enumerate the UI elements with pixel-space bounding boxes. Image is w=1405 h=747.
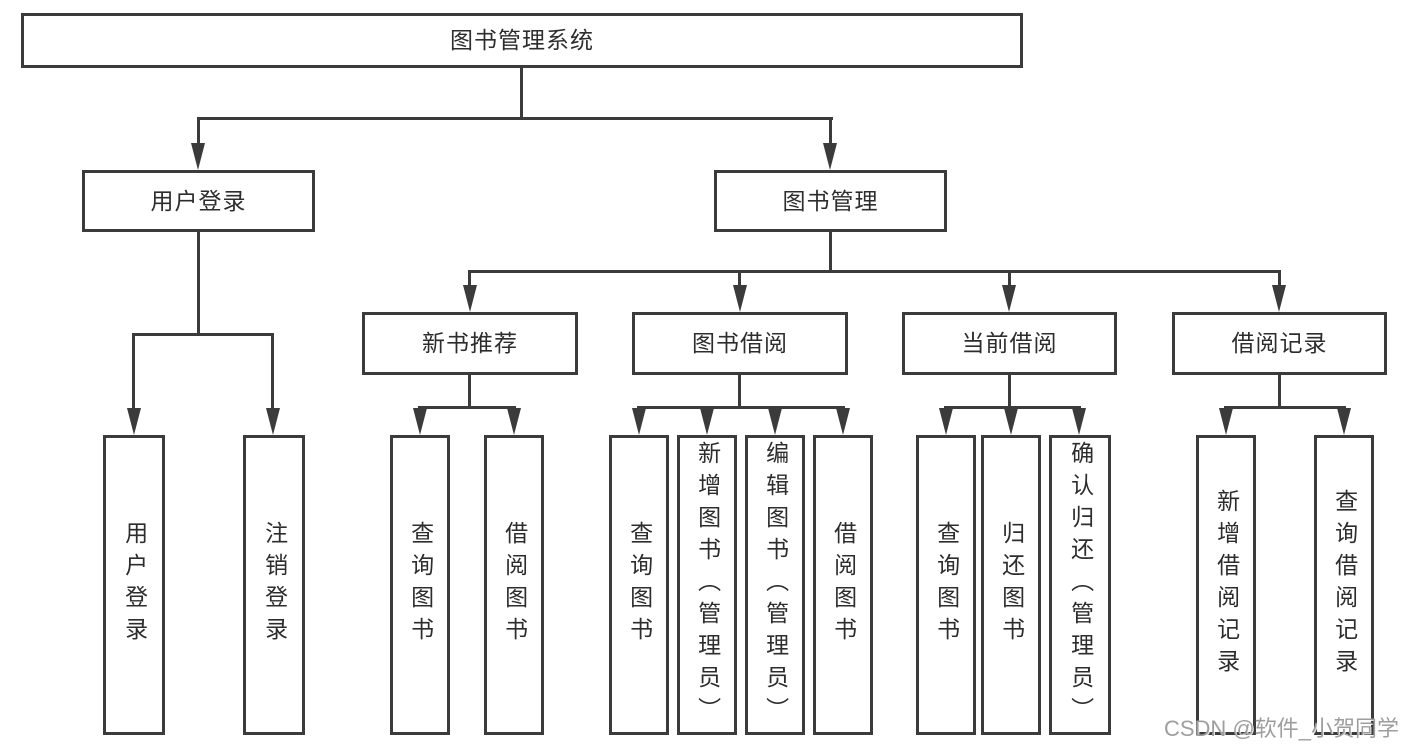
arrow-down-icon [1072, 408, 1086, 435]
node-label: 图书管理系统 [450, 27, 594, 53]
leaf-br-add-record: 新增借阅记录 [1196, 435, 1256, 735]
node-label: 确认归还（管理员） [1067, 441, 1094, 729]
arrow-down-icon [1004, 408, 1018, 435]
node-label: 借阅图书 [501, 521, 528, 649]
leaf-rec-query-books: 查询图书 [390, 435, 450, 735]
arrow-down-icon [127, 408, 141, 435]
leaf-user-login: 用户登录 [103, 435, 165, 735]
leaf-bb-query-books: 查询图书 [609, 435, 669, 735]
node-user-login: 用户登录 [82, 170, 315, 232]
leaf-bb-borrow-books: 借阅图书 [813, 435, 873, 735]
node-current-borrow: 当前借阅 [902, 312, 1117, 375]
leaf-cb-confirm-return: 确认归还（管理员） [1049, 435, 1111, 735]
leaf-logout: 注销登录 [243, 435, 305, 735]
leaf-cb-query-books: 查询图书 [916, 435, 976, 735]
edge-line [520, 68, 523, 118]
node-borrow-records: 借阅记录 [1172, 312, 1387, 375]
leaf-cb-return-books: 归还图书 [981, 435, 1041, 735]
node-label: 查询借阅记录 [1331, 489, 1358, 681]
edge-line [1224, 406, 1346, 409]
edge-line [1278, 270, 1281, 288]
arrow-down-icon [413, 408, 427, 435]
leaf-br-query-record: 查询借阅记录 [1314, 435, 1374, 735]
edge-line [132, 333, 274, 336]
edge-line [738, 375, 741, 409]
edge-line [132, 333, 135, 411]
node-label: 图书管理 [782, 187, 879, 214]
leaf-bb-add-books: 新增图书（管理员） [677, 435, 737, 735]
node-book-mgmt: 图书管理 [714, 170, 947, 232]
arrow-down-icon [1219, 408, 1233, 435]
leaf-rec-borrow-books: 借阅图书 [484, 435, 544, 735]
edge-line [637, 406, 845, 409]
edge-line [944, 406, 1081, 409]
node-label: 查询图书 [407, 521, 434, 649]
arrow-down-icon [191, 143, 205, 170]
arrow-down-icon [768, 408, 782, 435]
node-label: 当前借阅 [961, 330, 1058, 356]
arrow-down-icon [1002, 285, 1016, 312]
edge-line [197, 232, 200, 336]
arrow-down-icon [700, 408, 714, 435]
node-label: 图书借阅 [692, 330, 788, 356]
node-book-borrow: 图书借阅 [632, 312, 848, 375]
node-label: 新书推荐 [422, 330, 518, 356]
edge-line [468, 270, 1281, 273]
node-label: 借阅记录 [1231, 330, 1328, 356]
node-label: 新增借阅记录 [1213, 489, 1240, 681]
arrow-down-icon [1272, 285, 1286, 312]
node-label: 查询图书 [626, 521, 653, 649]
node-label: 用户登录 [121, 521, 148, 649]
arrow-down-icon [1337, 408, 1351, 435]
arrow-down-icon [266, 408, 280, 435]
edge-line [468, 375, 471, 409]
watermark: CSDN @软件_小贺同学 [1163, 716, 1399, 741]
arrow-down-icon [823, 143, 837, 170]
edge-line [1278, 375, 1281, 409]
arrow-down-icon [507, 408, 521, 435]
edge-line [271, 333, 274, 411]
edge-line [468, 270, 471, 288]
edge-line [418, 406, 516, 409]
edge-line [829, 117, 832, 147]
node-new-book-rec: 新书推荐 [362, 312, 578, 375]
node-label: 注销登录 [261, 521, 288, 649]
edge-line [829, 232, 832, 273]
node-label: 用户登录 [150, 187, 247, 214]
leaf-bb-edit-books: 编辑图书（管理员） [745, 435, 805, 735]
edge-line [738, 270, 741, 288]
arrow-down-icon [836, 408, 850, 435]
node-label: 新增图书（管理员） [694, 441, 721, 729]
node-label: 借阅图书 [830, 521, 857, 649]
node-root: 图书管理系统 [21, 13, 1023, 68]
node-label: 编辑图书（管理员） [762, 441, 789, 729]
arrow-down-icon [733, 285, 747, 312]
edge-line [1008, 270, 1011, 288]
arrow-down-icon [939, 408, 953, 435]
edge-line [1008, 375, 1011, 409]
arrow-down-icon [463, 285, 477, 312]
node-label: 归还图书 [998, 521, 1025, 649]
node-label: 查询图书 [933, 521, 960, 649]
edge-line [197, 117, 833, 120]
edge-line [197, 117, 200, 147]
arrow-down-icon [632, 408, 646, 435]
